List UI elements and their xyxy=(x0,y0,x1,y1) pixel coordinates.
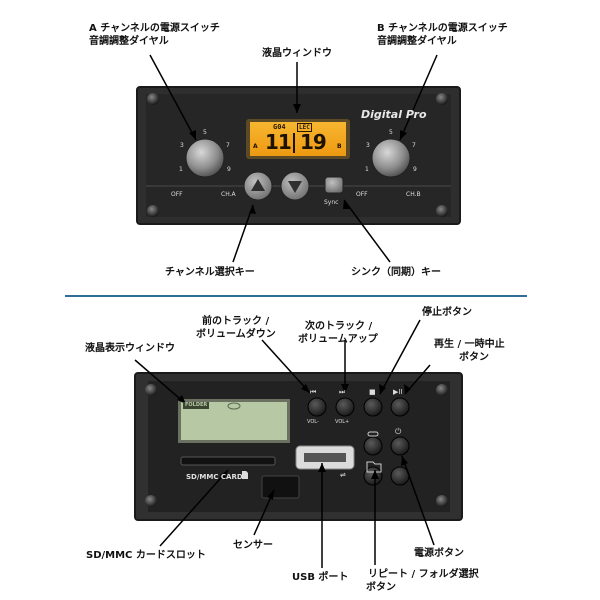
callout-stop: 停止ボタン xyxy=(422,307,472,318)
callout-channel-select: チャンネル選択キー xyxy=(165,267,255,278)
repeat-button[interactable] xyxy=(363,436,383,456)
knob-a[interactable] xyxy=(185,138,225,178)
dial-b-scale-7: 7 xyxy=(412,142,416,149)
lcd-mode-icon xyxy=(227,402,241,410)
top-lcd-screen xyxy=(250,122,346,156)
screw-bottom-left xyxy=(147,205,159,217)
vol-plus-label: VOL+ xyxy=(335,419,350,425)
lcd-right-value: 19 xyxy=(300,130,327,154)
section-separator xyxy=(65,295,527,297)
dial-a-scale-3: 3 xyxy=(180,142,184,149)
prev-track-button[interactable] xyxy=(307,397,327,417)
screw-b-bottom-right xyxy=(436,495,448,507)
ch-b-label: CH.B xyxy=(406,191,421,198)
callout-prev-line2: ボリュームダウン xyxy=(196,329,276,340)
top-leader-lines xyxy=(149,54,438,263)
ir-sensor xyxy=(261,475,300,499)
ch-a-label: CH.A xyxy=(221,191,236,198)
lcd-channel-text: G04 xyxy=(273,123,286,131)
arrow-up-icon xyxy=(251,179,265,191)
brand-logo: Digital Pro xyxy=(361,108,427,121)
folder-icon xyxy=(366,461,382,473)
arrow-down-icon xyxy=(288,181,302,193)
callout-play-line1: 再生 / 一時中止 xyxy=(434,339,505,350)
screw-b-top-left xyxy=(145,384,157,396)
stop-icon: ■ xyxy=(369,388,376,396)
sd-card-slot[interactable] xyxy=(180,456,276,466)
sd-card-icon xyxy=(242,471,248,479)
power-button[interactable] xyxy=(390,436,410,456)
callout-repeat-line2: ボタン xyxy=(366,582,396,593)
lcd-a-marker: A xyxy=(253,143,258,150)
callout-a-switch-line1: A チャンネルの電源スイッチ xyxy=(89,23,220,34)
dial-a-scale-1: 1 xyxy=(179,166,183,173)
power-icon: ⏻ xyxy=(395,427,402,436)
off-label-b: OFF xyxy=(356,191,368,198)
screw-top-right xyxy=(436,93,448,105)
dial-a-scale-9: 9 xyxy=(227,166,231,173)
usb-port-slot xyxy=(304,453,346,462)
screw-top-left xyxy=(147,93,159,105)
repeat-icon xyxy=(367,431,379,437)
play-pause-icon: ▶II xyxy=(393,388,403,396)
dial-a-scale-7: 7 xyxy=(226,142,230,149)
usb-icon: ⇌ xyxy=(340,471,346,479)
callout-next-line1: 次のトラック / xyxy=(305,321,373,332)
knob-b[interactable] xyxy=(371,138,411,178)
next-track-icon: ⏭ xyxy=(339,388,346,396)
callout-a-switch-line2: 音調調整ダイヤル xyxy=(89,36,169,47)
sync-label: Sync xyxy=(324,199,339,206)
callout-sensor: センサー xyxy=(233,540,273,551)
dial-b-scale-9: 9 xyxy=(413,166,417,173)
play-pause-button[interactable] xyxy=(390,397,410,417)
lcd-left-value: 11 xyxy=(265,130,292,154)
callout-play-line2: ボタン xyxy=(459,352,489,363)
off-label-a: OFF xyxy=(171,191,183,198)
lcd-divider xyxy=(293,133,295,153)
callout-lcd-window: 液晶ウィンドウ xyxy=(262,48,332,59)
callout-usb-port: USB ポート xyxy=(292,572,349,583)
dial-b-scale-1: 1 xyxy=(365,166,369,173)
top-panel xyxy=(136,86,461,225)
prev-track-icon: ⏮ xyxy=(310,388,317,396)
stop-button[interactable] xyxy=(363,397,383,417)
bottom-panel xyxy=(134,372,463,521)
callout-repeat-line1: リピート / フォルダ選択 xyxy=(368,569,479,580)
callout-b-switch-line1: B チャンネルの電源スイッチ xyxy=(377,23,508,34)
lcd-b-marker: B xyxy=(337,143,342,150)
sd-card-label: SD/MMC CARD xyxy=(186,473,243,481)
sync-button[interactable] xyxy=(324,176,344,194)
top-arrowheads xyxy=(189,104,407,214)
callout-prev-line1: 前のトラック / xyxy=(202,316,270,327)
lcd-folder-text: FOLDER xyxy=(183,402,210,409)
callout-power-button: 電源ボタン xyxy=(414,548,464,559)
dial-b-scale-5: 5 xyxy=(389,129,393,136)
callout-b-switch-line2: 音調調整ダイヤル xyxy=(377,36,457,47)
callout-sync-key: シンク（同期）キー xyxy=(351,267,441,278)
callout-sd-slot: SD/MMC カードスロット xyxy=(86,550,206,561)
screw-bottom-right xyxy=(436,205,448,217)
callout-lcd-display: 液晶表示ウィンドウ xyxy=(85,343,175,354)
screw-b-top-right xyxy=(436,384,448,396)
next-track-button[interactable] xyxy=(335,397,355,417)
screw-b-bottom-left xyxy=(145,495,157,507)
dial-a-scale-5: 5 xyxy=(203,129,207,136)
bottom-arrowheads xyxy=(177,384,411,500)
vol-minus-label: VOL- xyxy=(307,419,319,425)
callout-next-line2: ボリュームアップ xyxy=(298,334,378,345)
dial-b-scale-3: 3 xyxy=(366,142,370,149)
lcd-tag-text: LEC xyxy=(297,123,312,132)
